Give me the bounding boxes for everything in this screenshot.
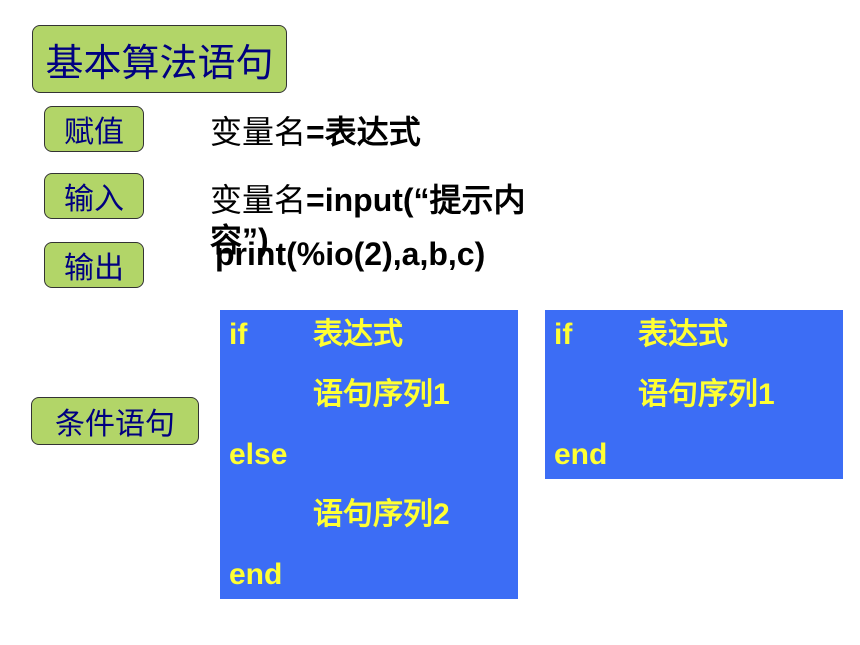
input-syntax-rest: =input(“提示内容”) [210,182,526,258]
if-else-keyword: if [229,318,248,351]
if-else-line: end [229,555,313,595]
if-statement: 语句序列1 [638,378,775,411]
assign-syntax-prefix: 变量名 [210,114,307,150]
if-code-block: if 表达式语句序列1 end [545,310,843,479]
input-label: 输入 [44,173,144,219]
if-keyword: end [554,438,608,471]
if-line: end [554,435,638,475]
if-line: if 表达式 [554,315,728,355]
if-else-line: 语句序列2 [229,495,450,535]
if-else-statement: 表达式 [313,318,403,351]
output-syntax: print(%io(2),a,b,c) [215,236,486,272]
slide-title: 基本算法语句 [32,25,287,93]
if-else-line: if 表达式 [229,315,403,355]
if-else-line: else [229,435,313,475]
if-else-statement: 语句序列1 [313,378,450,411]
if-else-keyword: end [229,558,283,591]
input-syntax-prefix: 变量名 [210,182,307,218]
if-line: 语句序列1 [554,375,775,415]
if-keyword: if [554,318,573,351]
if-statement: 表达式 [638,318,728,351]
if-else-keyword: else [229,438,288,471]
if-else-statement: 语句序列2 [313,498,450,531]
assign-syntax-rest: =表达式 [306,114,421,150]
input-syntax: 变量名=input(“提示内容”) [210,180,570,260]
if-else-code-block: if 表达式语句序列1 else 语句序列2 end [220,310,518,599]
assign-syntax: 变量名=表达式 [210,112,421,152]
if-else-line: 语句序列1 [229,375,450,415]
output-label: 输出 [44,242,144,288]
conditional-label: 条件语句 [31,397,199,445]
assign-label: 赋值 [44,106,144,152]
